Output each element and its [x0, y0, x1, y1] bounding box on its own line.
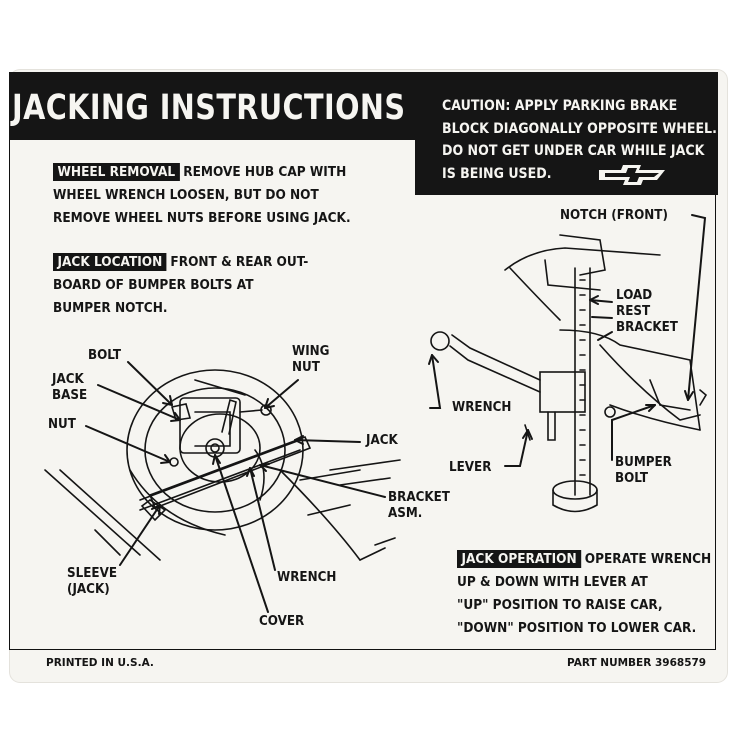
label-jack-base-line: JACK: [52, 372, 84, 387]
label-load-rest-bracket: LOAD REST BRACKET: [616, 288, 678, 336]
label-load-rest-line: REST: [616, 304, 651, 319]
caution-line: BLOCK DIAGONALLY OPPOSITE WHEEL.: [442, 120, 717, 137]
page-title: JACKING INSTRUCTIONS: [12, 88, 406, 128]
label-bumper-bolt: BUMPER BOLT: [615, 455, 672, 487]
right-leader-lines: [428, 214, 707, 467]
caution-line: DO NOT GET UNDER CAR WHILE JACK: [442, 143, 705, 159]
label-jack-base: JACK BASE: [52, 372, 87, 404]
label-cover: COVER: [259, 614, 305, 629]
label-bumper-bolt-line: BUMPER: [615, 455, 672, 470]
jack-operation-line: "UP" POSITION TO RAISE CAR,: [457, 597, 663, 613]
wheel-removal-line: REMOVE HUB CAP WITH: [183, 164, 347, 180]
label-bracket-asm-line: BRACKET: [388, 490, 450, 505]
footer-part-number: PART NUMBER 3968579: [567, 657, 707, 669]
jack-operation-line: UP & DOWN WITH LEVER AT: [457, 574, 648, 590]
jack-operation-line: OPERATE WRENCH: [584, 551, 712, 567]
label-jack: JACK: [366, 433, 398, 448]
bowtie-logo-icon: [599, 165, 665, 185]
label-wing-nut-line: NUT: [292, 360, 320, 375]
label-wing-nut-line: WING: [292, 344, 330, 359]
jack-location-line: BOARD OF BUMPER BOLTS AT: [53, 277, 254, 293]
jack-location-line: FRONT & REAR OUT-: [170, 254, 309, 270]
label-wrench-left: WRENCH: [277, 570, 337, 585]
caution-box: [415, 72, 718, 195]
wheel-removal-header: WHEEL REMOVAL: [53, 163, 180, 181]
jack-location-line: BUMPER NOTCH.: [53, 300, 168, 316]
wheel-removal-line: REMOVE WHEEL NUTS BEFORE USING JACK.: [53, 210, 351, 226]
bumper-jack-drawing: [44, 369, 401, 561]
label-wrench-right: WRENCH: [452, 400, 512, 415]
label-wing-nut: WING NUT: [292, 344, 329, 376]
caution-text: CAUTION: APPLY PARKING BRAKE BLOCK DIAGO…: [442, 95, 717, 185]
caution-line: IS BEING USED.: [442, 165, 552, 182]
label-nut: NUT: [48, 417, 76, 432]
label-load-rest-line: LOAD: [616, 288, 653, 303]
label-sleeve: SLEEVE (JACK): [67, 566, 117, 598]
jack-operation-header: JACK OPERATION: [457, 550, 582, 568]
label-sleeve-line: SLEEVE: [67, 566, 118, 581]
label-load-rest-line: BRACKET: [616, 320, 678, 335]
label-notch-front: NOTCH (FRONT): [560, 208, 668, 223]
caution-line: CAUTION: APPLY PARKING BRAKE: [442, 98, 678, 114]
label-jack-base-line: BASE: [52, 388, 88, 403]
label-sleeve-line: (JACK): [67, 582, 110, 597]
label-lever: LEVER: [449, 460, 492, 475]
wheel-removal-line: WHEEL WRENCH LOOSEN, BUT DO NOT: [53, 187, 319, 203]
label-bumper-bolt-line: BOLT: [615, 471, 649, 486]
label-bracket-asm: BRACKET ASM.: [388, 490, 450, 522]
left-leader-lines: [85, 361, 386, 613]
jack-location-header: JACK LOCATION: [53, 253, 167, 271]
jack-operation-line: "DOWN" POSITION TO LOWER CAR.: [457, 620, 697, 636]
car-jack-drawing: [430, 234, 708, 513]
label-bracket-asm-line: ASM.: [388, 506, 423, 521]
footer-printed: PRINTED IN U.S.A.: [46, 657, 154, 669]
label-bolt: BOLT: [88, 348, 122, 363]
